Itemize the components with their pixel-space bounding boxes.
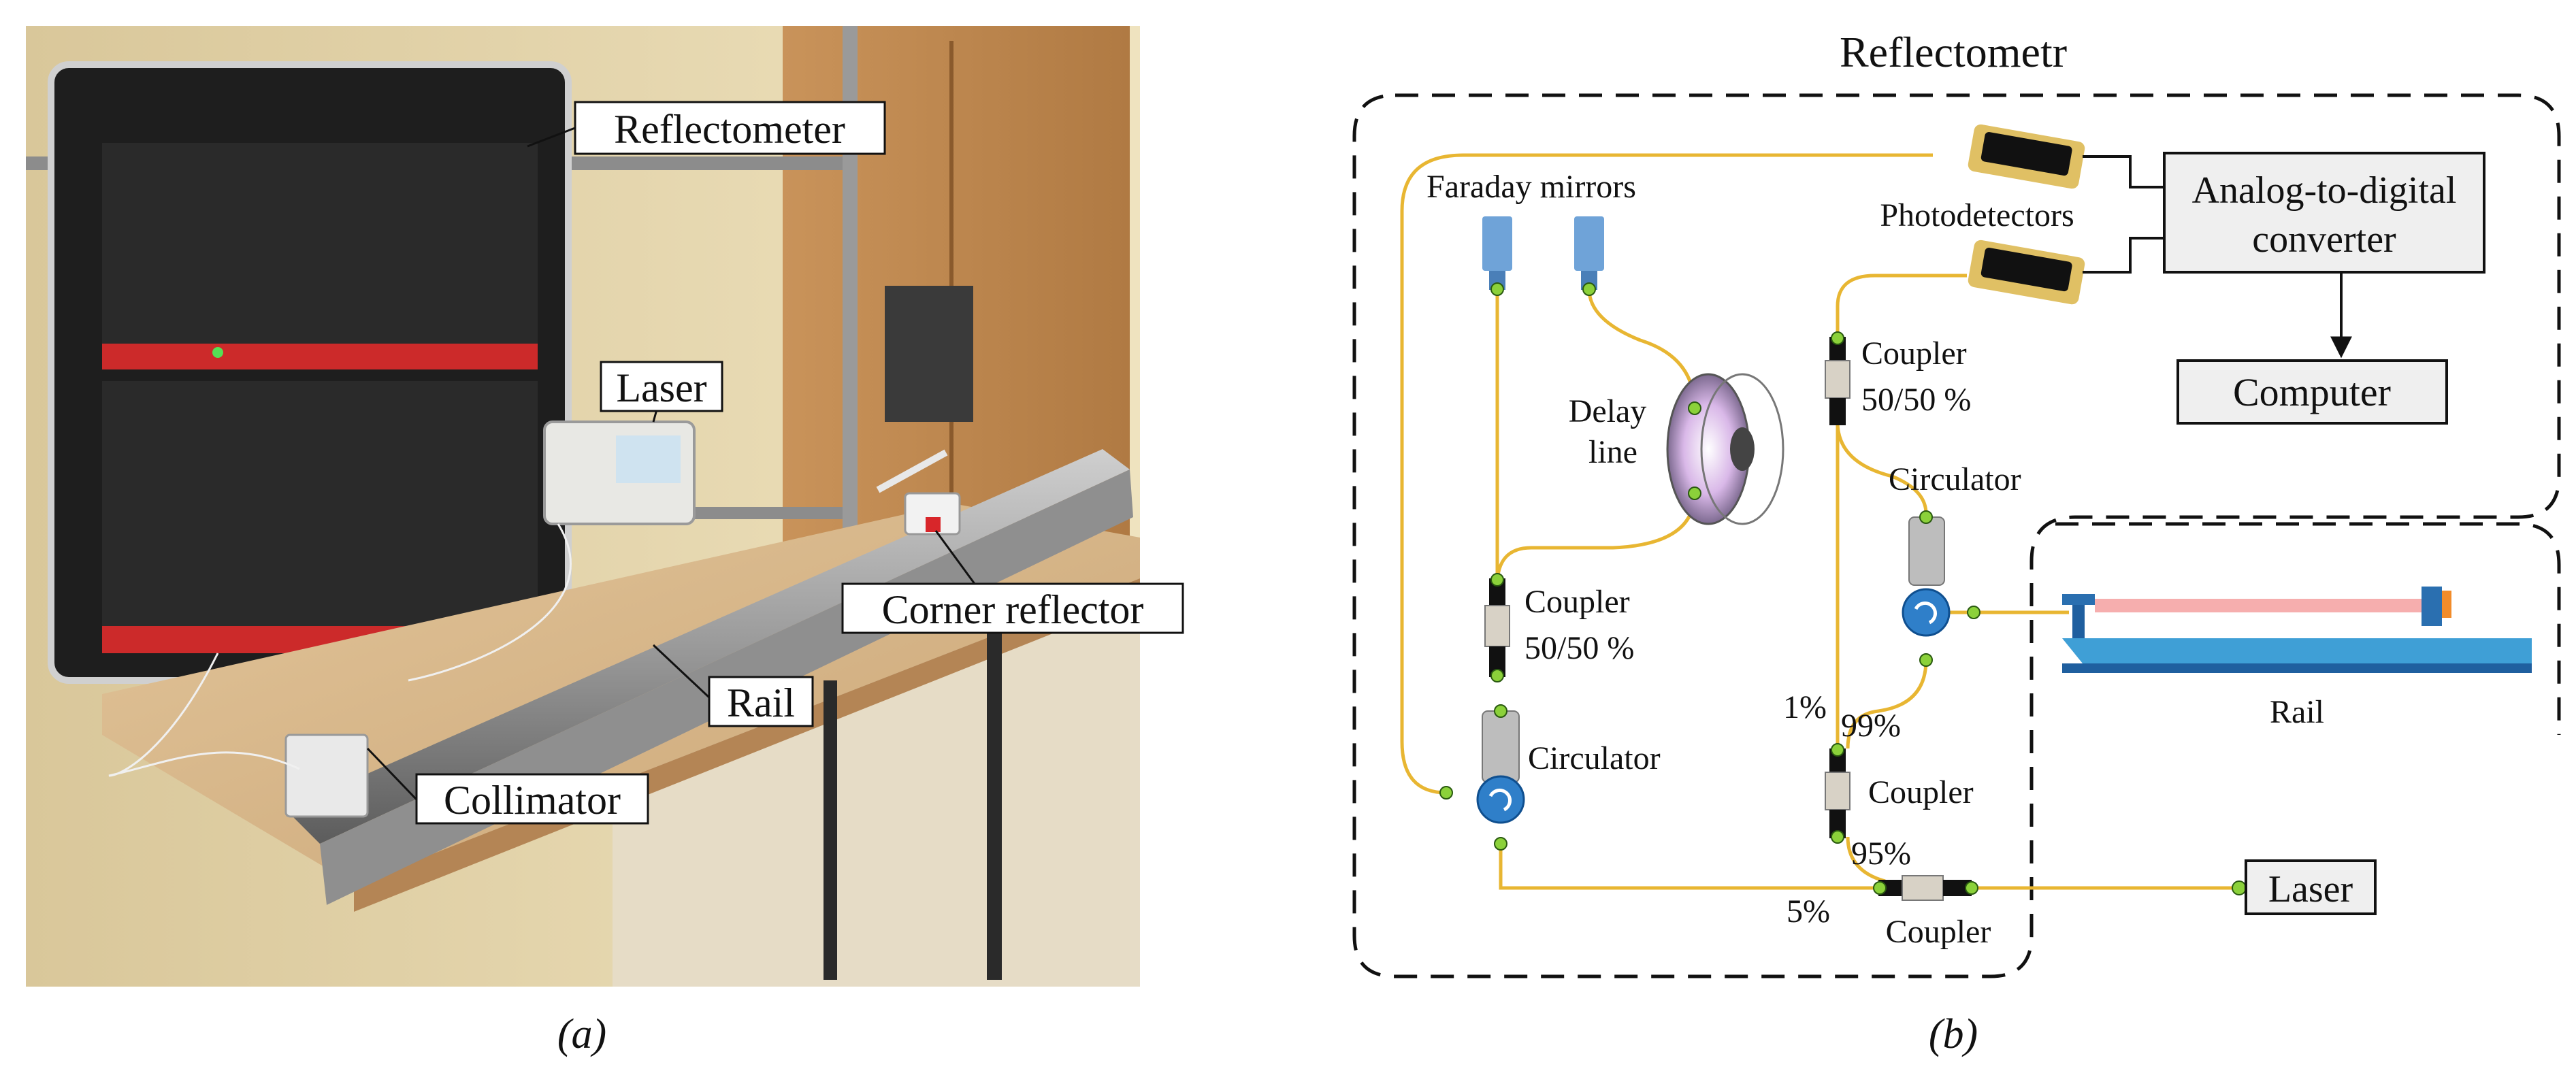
- wardrobe-niche: [885, 286, 973, 422]
- reflectometr-title: Reflectometr: [1840, 28, 2067, 76]
- label-coupler-lower: Coupler: [1868, 774, 1974, 810]
- circulator-left: [1439, 704, 1525, 851]
- pointer-reflectometer: [527, 127, 576, 148]
- faraday-mirror-right: [1574, 216, 1604, 296]
- label-circulator-left: Circulator: [1528, 740, 1661, 776]
- label-coupler-upper: Coupler: [1861, 335, 1967, 372]
- label-box-rail: [708, 676, 814, 727]
- fiber-delay-out: [1495, 493, 1697, 586]
- photo-fiber-2: [408, 523, 572, 682]
- computer-label: Computer: [2233, 370, 2391, 414]
- label-line: line: [1588, 434, 1637, 470]
- rack-panel-top-stripe: [102, 344, 538, 369]
- label-box-collimator: [415, 773, 649, 825]
- adc-label-line1: Analog-to-digital: [2192, 169, 2457, 212]
- label-reflectometer: Reflectometer: [614, 107, 845, 152]
- panel-a-photo: [26, 26, 1140, 987]
- label-coupler-horizontal: Coupler: [1886, 914, 1991, 950]
- label-delay: Delay: [1569, 393, 1647, 429]
- caption-a: (a): [557, 1011, 606, 1057]
- label-photodetectors: Photodetectors: [1880, 197, 2074, 233]
- laser-screen: [616, 435, 681, 483]
- fiber-circ-right-down: [1846, 659, 1928, 749]
- label-collimator: Collimator: [444, 778, 621, 823]
- fiber-mirror-right: [1587, 289, 1697, 409]
- pointer-collimator: [366, 747, 418, 801]
- caption-b: (b): [1929, 1011, 1978, 1057]
- wire-pd2-adc: [2083, 237, 2164, 274]
- photodetector-2: [1968, 240, 2085, 305]
- pointer-rail: [652, 644, 711, 699]
- label-box-corner-reflector: [841, 582, 1184, 634]
- computer-box: [2176, 359, 2448, 425]
- label-rail: Rail: [727, 680, 795, 725]
- rack-indicator-light: [212, 347, 223, 358]
- laser-connector: [2232, 880, 2247, 895]
- table-leg-2: [824, 680, 837, 980]
- faraday-mirror-left: [1482, 216, 1512, 296]
- label-rail-b: Rail: [2270, 694, 2324, 730]
- rail-enclosure: [2055, 522, 2561, 735]
- panel-a-labels: Reflectometer Laser Corner reflector Rai…: [366, 101, 1184, 825]
- label-coupler-left-ratio: 50/50 %: [1525, 630, 1634, 666]
- label-99-percent: 99%: [1841, 708, 1901, 744]
- label-coupler-left: Coupler: [1525, 584, 1630, 620]
- photo-fiber: [108, 653, 300, 777]
- fiber-top-loop: [1400, 153, 1933, 795]
- rack-panel-bottom: [102, 381, 538, 653]
- panel-b-schematic: Reflectometr Photodetectors An: [1352, 28, 2561, 978]
- collimator-block: [284, 734, 369, 818]
- coupler-upper-right: [1825, 331, 1851, 425]
- table-leg: [987, 599, 1002, 980]
- fiber-coupler-bottom: [1846, 836, 1886, 883]
- label-faraday-mirrors: Faraday mirrors: [1426, 169, 1636, 205]
- label-1-percent: 1%: [1783, 689, 1827, 725]
- coupler-left: [1484, 573, 1510, 682]
- table-edge: [354, 578, 1140, 912]
- label-corner-reflector: Corner reflector: [882, 587, 1144, 632]
- label-5-percent: 5%: [1787, 893, 1830, 929]
- coupler-lower: [1825, 743, 1851, 844]
- optical-rail: [286, 449, 1130, 844]
- label-circulator-right: Circulator: [1889, 461, 2021, 497]
- fiber-circ-left-down: [1499, 844, 1878, 890]
- laser-label-b: Laser: [2268, 868, 2353, 910]
- pointer-corner-reflector: [934, 530, 978, 587]
- corner-reflector-block: [904, 492, 961, 536]
- label-box-reflectometer: [574, 101, 886, 155]
- rack-panel-top: [102, 143, 538, 367]
- label-laser: Laser: [616, 365, 706, 410]
- motion-arrow: [876, 449, 948, 493]
- delay-line-spool: [1666, 373, 1784, 525]
- reflectometr-enclosure: [1352, 93, 2561, 978]
- label-coupler-upper-ratio: 50/50 %: [1861, 382, 1971, 418]
- coupler-horizontal: [1873, 875, 1978, 901]
- rail-assembly: [2062, 587, 2532, 673]
- laser-box: [2245, 859, 2377, 915]
- wire-pd1-adc: [2083, 155, 2164, 188]
- fiber-coupler-to-circ-right: [1836, 421, 1928, 514]
- label-95-percent: 95%: [1851, 836, 1911, 872]
- corner-reflector-red: [926, 517, 941, 532]
- fiber-pd2: [1836, 274, 1967, 340]
- shelf-post: [843, 26, 858, 638]
- label-box-laser: [600, 361, 723, 412]
- adc-label-line2: converter: [2252, 218, 2396, 261]
- photodetector-1: [1968, 124, 2085, 189]
- circulator-right: [1902, 510, 1980, 667]
- adc-box: [2163, 152, 2485, 274]
